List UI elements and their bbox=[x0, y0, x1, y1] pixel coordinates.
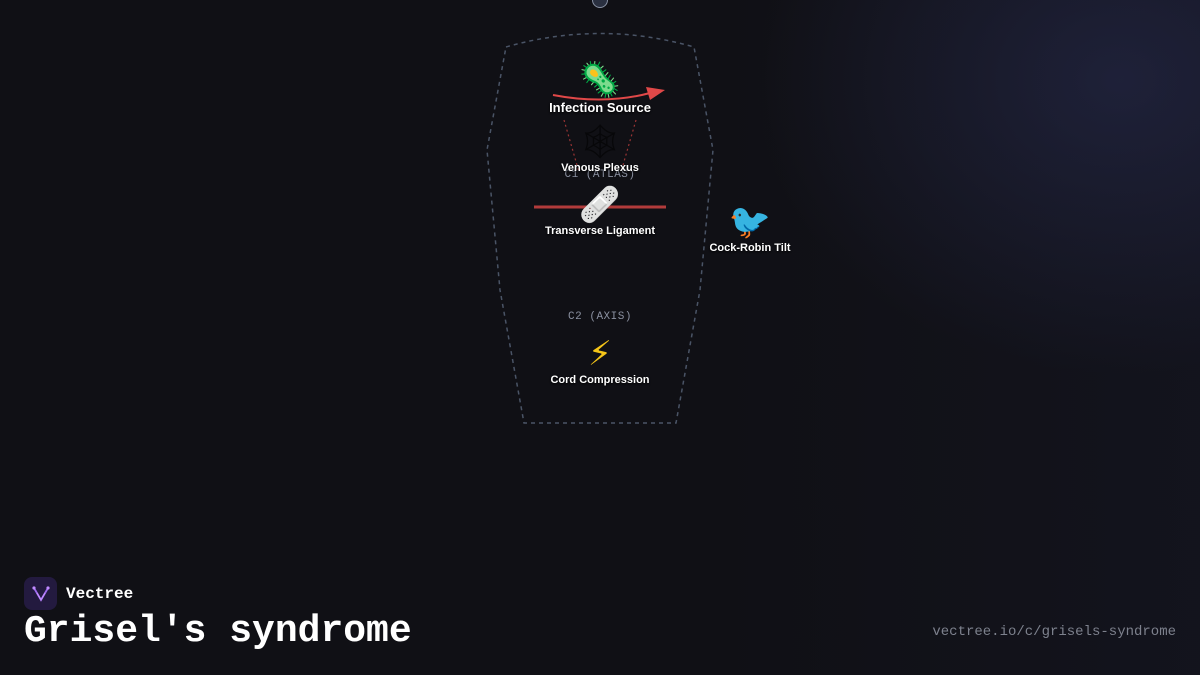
node-venous-plexus[interactable]: 🕸 Venous Plexus bbox=[561, 124, 639, 174]
web-icon: 🕸 bbox=[578, 122, 622, 162]
node-label: Cock-Robin Tilt bbox=[709, 242, 791, 254]
vectree-logo-icon bbox=[24, 577, 57, 610]
node-cock-robin-tilt[interactable]: 🐦 Cock-Robin Tilt bbox=[709, 204, 790, 254]
node-label: Cord Compression bbox=[550, 374, 650, 386]
page-url[interactable]: vectree.io/c/grisels-syndrome bbox=[932, 624, 1176, 640]
microbe-icon: 🦠 bbox=[578, 60, 622, 100]
node-label: Transverse Ligament bbox=[544, 225, 656, 237]
top-anchor-dot bbox=[592, 0, 608, 8]
node-infection-source[interactable]: 🦠 Infection Source bbox=[549, 62, 651, 115]
bandage-icon: 🩹 bbox=[578, 185, 622, 225]
lightning-icon: ⚡ bbox=[588, 334, 612, 374]
page-title: Grisel's syndrome bbox=[24, 610, 412, 653]
node-cord-compression[interactable]: ⚡ Cord Compression bbox=[550, 336, 649, 386]
region-label-c2: C2 (AXIS) bbox=[568, 311, 632, 323]
region-label-c1: C1 (ATLAS) bbox=[564, 169, 636, 181]
node-label: Infection Source bbox=[549, 100, 651, 115]
brand-name: Vectree bbox=[66, 584, 134, 603]
node-transverse-ligament[interactable]: 🩹 Transverse Ligament bbox=[545, 187, 655, 237]
brand[interactable]: Vectree bbox=[24, 577, 133, 610]
rotation-arrow-head bbox=[646, 87, 665, 100]
rotation-arrow bbox=[552, 92, 651, 101]
node-label: Venous Plexus bbox=[561, 162, 639, 174]
spread-line-left bbox=[563, 119, 580, 173]
bird-icon: 🐦 bbox=[728, 202, 772, 242]
spread-line-right bbox=[620, 119, 637, 173]
